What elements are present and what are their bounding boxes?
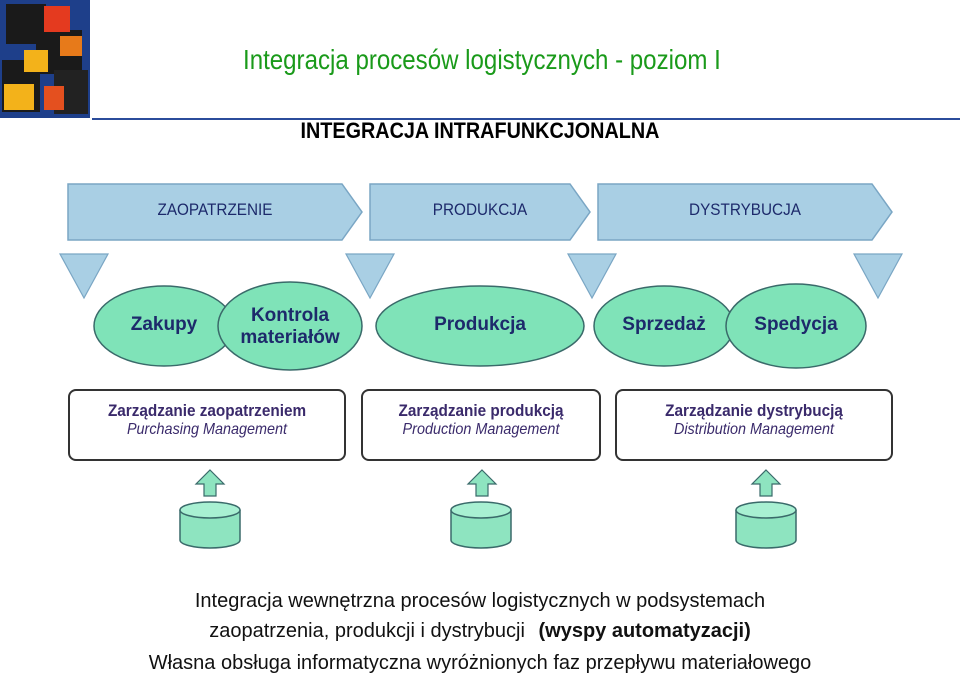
logo — [0, 0, 90, 118]
footer-line-2-bold: (wyspy automatyzacji) — [538, 620, 751, 642]
management-title: Zarządzanie zaopatrzeniem — [107, 401, 307, 420]
process-ellipse-spedycja — [725, 283, 867, 369]
footer-line-3: Własna obsługa informatyczna wyróżnionyc… — [148, 652, 812, 674]
function-label-zaopatrzenie: ZAOPATRZENIE — [157, 200, 273, 219]
title-divider — [92, 118, 960, 120]
database-icon-2 — [450, 501, 512, 549]
management-title: Zarządzanie produkcją — [398, 401, 564, 420]
database-icon-1 — [179, 501, 241, 549]
process-label-kontrola: Kontrola materiałów — [240, 305, 340, 348]
footer-line-2: zaopatrzenia, produkcji i dystrybucji (w… — [0, 620, 960, 643]
management-subtitle: Distribution Management — [673, 421, 835, 438]
management-subtitle: Production Management — [402, 421, 560, 438]
function-arrow-zaopatrzenie — [67, 183, 363, 241]
function-arrow-produkcja — [369, 183, 591, 241]
down-triangle-2 — [344, 253, 396, 300]
function-label-produkcja: PRODUKCJA — [432, 200, 528, 219]
process-ellipse-produkcja — [375, 285, 585, 367]
management-box-purchasing: Zarządzanie zaopatrzeniem Purchasing Man… — [68, 389, 346, 461]
up-arrow-2 — [466, 469, 498, 497]
process-label-spedycja: Spedycja — [754, 314, 838, 335]
down-triangle-3 — [566, 253, 618, 300]
down-triangle-4 — [852, 253, 904, 300]
down-triangle-1 — [58, 253, 110, 300]
process-label-sprzedaz: Sprzedaż — [622, 314, 706, 335]
diagram-subtitle: INTEGRACJA INTRAFUNKCJONALNA — [300, 118, 660, 143]
management-title: Zarządzanie dystrybucją — [665, 401, 843, 420]
process-label-zakupy: Zakupy — [130, 314, 198, 335]
up-arrow-1 — [194, 469, 226, 497]
function-label-dystrybucja: DYSTRYBUCJA — [689, 200, 801, 219]
process-ellipse-kontrola — [217, 281, 363, 371]
database-icon-3 — [735, 501, 797, 549]
footer-line-1: Integracja wewnętrzna procesów logistycz… — [194, 590, 766, 612]
footer-line-2-text: zaopatrzenia, produkcji i dystrybucji — [209, 620, 525, 642]
management-box-distribution: Zarządzanie dystrybucją Distribution Man… — [615, 389, 893, 461]
process-label-produkcja: Produkcja — [434, 314, 526, 335]
up-arrow-3 — [750, 469, 782, 497]
management-box-production: Zarządzanie produkcją Production Managem… — [361, 389, 601, 461]
function-arrow-dystrybucja — [597, 183, 893, 241]
management-subtitle: Purchasing Management — [126, 421, 288, 438]
page-title: Integracja procesów logistycznych - pozi… — [243, 44, 721, 75]
